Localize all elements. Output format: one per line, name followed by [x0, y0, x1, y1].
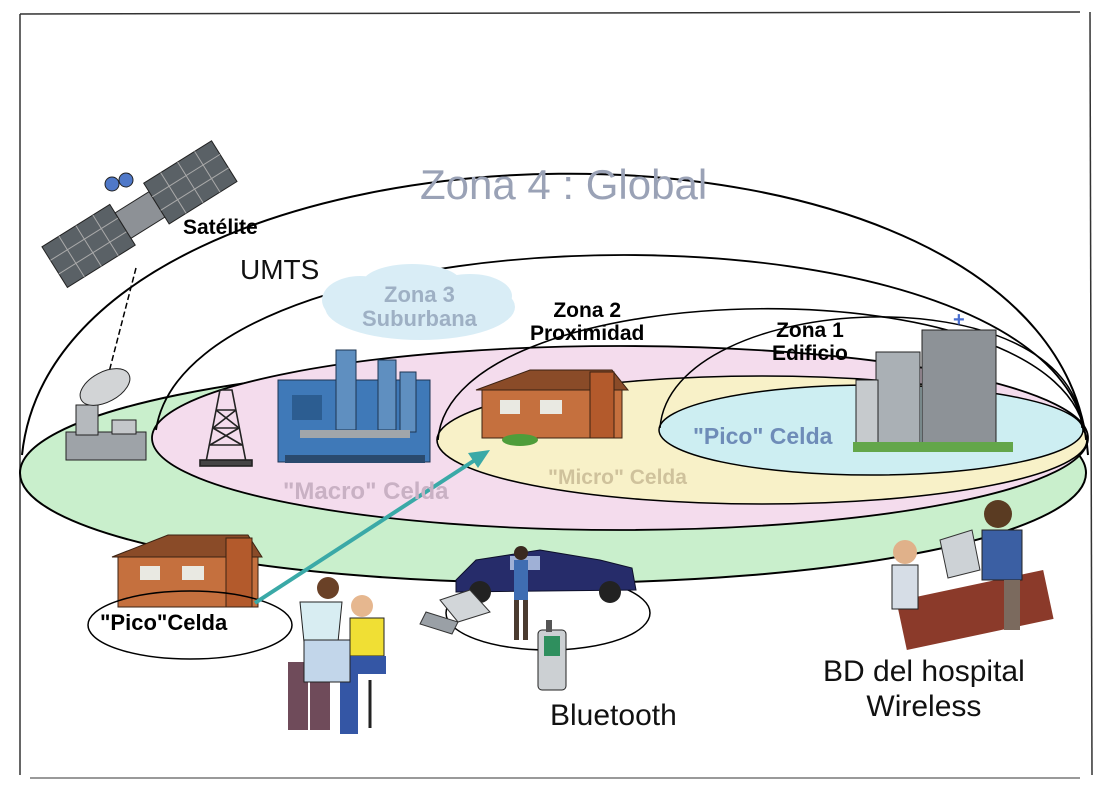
- mobile-phone-icon: [537, 620, 567, 691]
- pico-cell-building-label: "Pico" Celda: [693, 423, 833, 449]
- office-building-icon: +: [853, 309, 1013, 452]
- svg-text:+: +: [953, 309, 965, 331]
- pico-cell-ellipse: [87, 590, 293, 660]
- zona2-label: Zona 2 Proximidad: [530, 299, 644, 345]
- doctor-patient-icon: [288, 577, 386, 734]
- global-dome: [21, 172, 1089, 456]
- satellite-link: [107, 267, 137, 377]
- zona2-line1: Zona 2: [553, 299, 622, 322]
- zona4-label: Zona 4 : Global: [420, 161, 708, 208]
- hospital-staff-icon: [891, 500, 1054, 651]
- house-icon: [475, 369, 630, 446]
- antenna-tower-icon: [199, 389, 253, 467]
- zona3-line2: Suburbana: [362, 306, 477, 332]
- hospital-db-line1: BD del hospital: [823, 655, 1025, 688]
- bluetooth-label: Bluetooth: [550, 699, 677, 732]
- zona1-label: Zona 1 Edificio: [772, 319, 848, 365]
- pico-cell-house-label: "Pico"Celda: [100, 610, 228, 635]
- satellite-icon: [41, 140, 238, 289]
- suburban-dome: [155, 254, 1087, 441]
- pico-house-icon: [111, 534, 263, 608]
- person-icon: [514, 546, 528, 640]
- zona3-label: Zona 3 Suburbana: [362, 282, 477, 332]
- zona2-line2: Proximidad: [530, 322, 645, 346]
- hospital-db-label: BD del hospital Wireless: [823, 654, 1025, 725]
- zona1-line2: Edificio: [772, 342, 848, 366]
- pico-to-micro-arrowhead: [468, 450, 490, 468]
- industrial-plant-icon: [277, 349, 431, 463]
- hospital-db-line2: Wireless: [866, 690, 982, 724]
- zona3-cloud: [322, 264, 515, 340]
- zona1-line1: Zona 1: [776, 319, 844, 342]
- zona3-line1: Zona 3: [384, 282, 455, 307]
- laptop-icon: [419, 589, 491, 635]
- building-dome: [659, 316, 1083, 429]
- umts-label: UMTS: [240, 254, 320, 285]
- frame-top: [19, 11, 1081, 15]
- macro-cell-label: "Macro" Celda: [283, 478, 449, 505]
- frame-right: [1089, 11, 1093, 776]
- satellite-dish-icon: [65, 368, 147, 461]
- pico-to-micro-arrow: [253, 458, 477, 605]
- proximity-dome: [437, 307, 1087, 441]
- satellite-label: Satélite: [183, 216, 258, 239]
- micro-cell-label: "Micro" Celda: [548, 466, 687, 489]
